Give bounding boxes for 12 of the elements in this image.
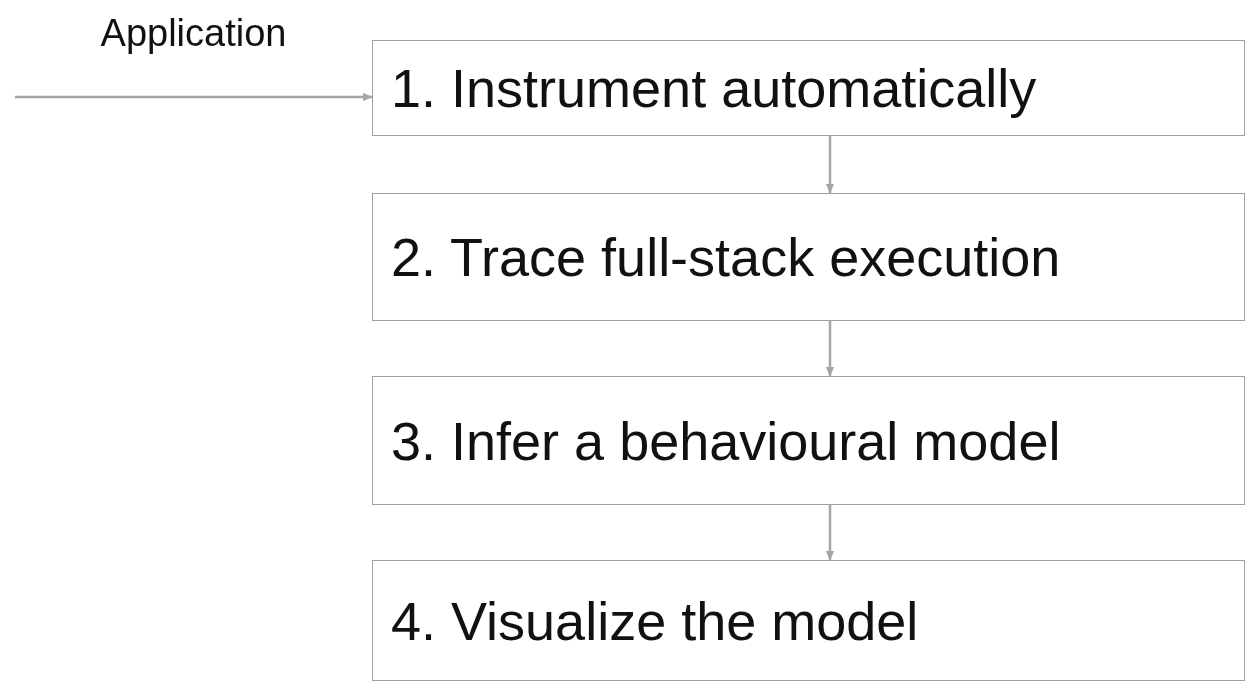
step-text: 4. Visualize the model xyxy=(391,589,919,652)
step-text: 3. Infer a behavioural model xyxy=(391,409,1061,472)
arrow xyxy=(826,505,834,561)
process-box xyxy=(372,376,1245,505)
arrow xyxy=(826,136,834,194)
arrow xyxy=(15,93,373,101)
step-text: 2. Trace full-stack execution xyxy=(391,226,1061,288)
process-box xyxy=(372,40,1245,136)
process-box xyxy=(372,193,1245,321)
step-text: 1. Instrument automatically xyxy=(391,57,1037,119)
arrow xyxy=(826,321,834,377)
process-box xyxy=(372,560,1245,681)
